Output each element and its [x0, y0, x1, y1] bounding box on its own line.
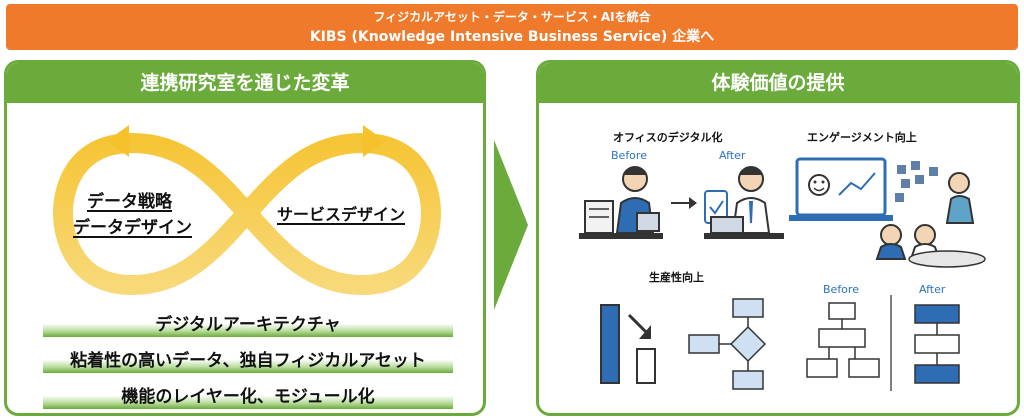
- experience-value-panel: 体験価値の提供: [536, 60, 1020, 416]
- office-after-label: After: [719, 149, 746, 162]
- data-design-label: データデザイン: [73, 218, 192, 238]
- modularization-bar: 機能のレイヤー化、モジュール化: [43, 379, 453, 409]
- data-assets-bar: 粘着性の高いデータ、独自フィジカルアセット: [43, 343, 453, 373]
- productivity-flow-illustration: [688, 298, 767, 390]
- infinity-loop-diagram: [53, 125, 441, 295]
- loop-arrow-right-icon: [363, 125, 385, 157]
- office-arrow-icon: [671, 197, 697, 209]
- productivity-chart-illustration: [600, 304, 656, 384]
- banner-line1: フィジカルアセット・データ・サービス・AIを統合: [373, 10, 651, 24]
- data-assets-bar-label: 粘着性の高いデータ、独自フィジカルアセット: [70, 351, 426, 371]
- loop-arrow-left-icon: [107, 125, 129, 157]
- office-after-illustration: [704, 166, 784, 239]
- transformation-panel: 連携研究室を通じた変革 データ戦略 データデザイン サービスデザイン デジタルア…: [4, 60, 486, 416]
- office-before-label: Before: [611, 149, 647, 162]
- experience-illustrations: [579, 157, 986, 391]
- experience-value-panel-title: 体験価値の提供: [539, 63, 1017, 103]
- infinity-loop-path: [53, 133, 441, 295]
- productivity-before-label: Before: [823, 283, 859, 296]
- transition-arrow-icon: [494, 140, 528, 310]
- engagement-illustration: [789, 157, 986, 268]
- architecture-bar-label: デジタルアーキテクチャ: [155, 315, 341, 335]
- productivity-title: 生産性向上: [649, 271, 704, 284]
- office-digitalization-title: オフィスのデジタル化: [613, 131, 723, 144]
- productivity-after-label: After: [919, 283, 946, 296]
- modularization-bar-label: 機能のレイヤー化、モジュール化: [121, 387, 375, 407]
- banner-line2: KIBS (Knowledge Intensive Business Servi…: [309, 29, 715, 45]
- productivity-before-illustration: [806, 302, 880, 378]
- office-before-illustration: [579, 166, 663, 239]
- transformation-panel-title: 連携研究室を通じた変革: [7, 63, 483, 103]
- top-banner: フィジカルアセット・データ・サービス・AIを統合 KIBS (Knowledge…: [6, 4, 1018, 50]
- productivity-after-illustration: [914, 304, 960, 384]
- engagement-title: エンゲージメント向上: [807, 131, 917, 144]
- data-strategy-label: データ戦略: [87, 192, 172, 212]
- service-design-label: サービスデザイン: [277, 205, 406, 224]
- architecture-bar: デジタルアーキテクチャ: [43, 307, 453, 337]
